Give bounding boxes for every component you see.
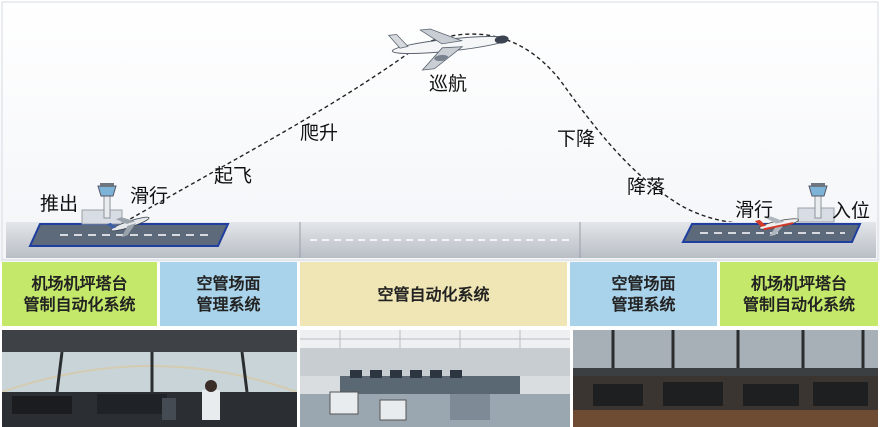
system-box-left-tower: 机场机坪塔台 管制自动化系统 bbox=[2, 262, 157, 326]
phase-label-gate-in: 入位 bbox=[832, 200, 871, 222]
phase-label-cruise: 巡航 bbox=[429, 73, 468, 95]
phase-label-landing: 降落 bbox=[627, 176, 666, 198]
system-box-left-surface: 空管场面 管理系统 bbox=[160, 262, 297, 326]
control-tower-icon bbox=[797, 183, 835, 223]
control-tower-icon bbox=[81, 183, 123, 225]
system-box-atc-automation: 空管自动化系统 bbox=[300, 262, 567, 326]
system-label-right-surface: 空管场面 管理系统 bbox=[611, 274, 676, 314]
runway-left bbox=[28, 223, 230, 247]
flight-path-line bbox=[117, 33, 776, 227]
phase-label-descent: 下降 bbox=[557, 128, 596, 150]
phase-label-taxi-in: 滑行 bbox=[735, 199, 774, 221]
system-box-right-tower: 机场机坪塔台 管制自动化系统 bbox=[720, 262, 878, 326]
phase-label-climb: 爬升 bbox=[300, 122, 339, 144]
system-label-left-tower: 机场机坪塔台 管制自动化系统 bbox=[23, 274, 136, 314]
phase-label-taxi-out: 滑行 bbox=[130, 185, 169, 207]
photo-tower-interior bbox=[2, 330, 297, 427]
airplane-icon bbox=[387, 28, 509, 71]
airplane-icon bbox=[106, 216, 150, 238]
system-label-left-surface: 空管场面 管理系统 bbox=[196, 274, 261, 314]
airplane-icon bbox=[754, 216, 799, 237]
phase-label-takeoff: 起飞 bbox=[214, 165, 253, 187]
photo-control-room bbox=[300, 330, 570, 427]
sky-scene bbox=[0, 0, 880, 262]
phase-label-pushback: 推出 bbox=[40, 193, 79, 215]
system-label-atc-automation: 空管自动化系统 bbox=[377, 284, 490, 304]
photo-tower-cab bbox=[573, 330, 878, 427]
system-box-right-surface: 空管场面 管理系统 bbox=[570, 262, 717, 326]
system-label-right-tower: 机场机坪塔台 管制自动化系统 bbox=[742, 274, 855, 314]
